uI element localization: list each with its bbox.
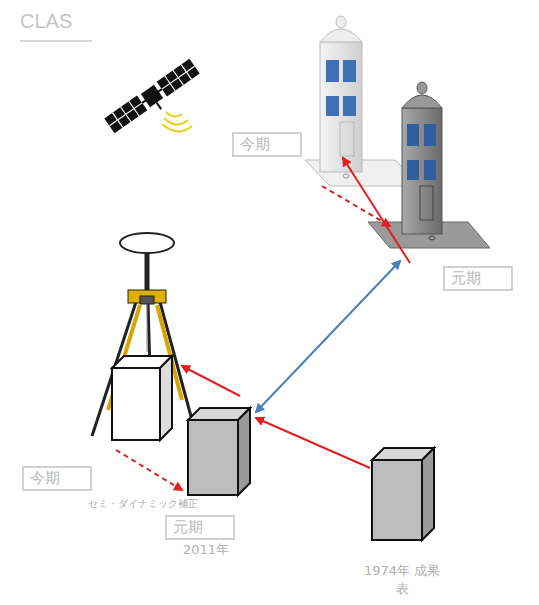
- satellite: [104, 59, 204, 139]
- title-underline: [20, 40, 92, 42]
- year-label: 2011年: [176, 541, 236, 559]
- period-tag: 元期: [165, 515, 235, 540]
- marker-node: 元期2011年: [188, 408, 250, 495]
- marker-node: 1974年 成果表: [372, 448, 434, 540]
- survey-year-label: 1974年 成果表: [362, 562, 442, 598]
- marker-node: 今期: [305, 18, 420, 186]
- marker-1974: [372, 448, 434, 540]
- marker-node: 今期: [112, 356, 172, 440]
- arrow: [343, 158, 410, 263]
- marker-node: 元期: [368, 85, 490, 250]
- edge-label: セミ・ダイナミック補正: [88, 497, 198, 511]
- marker-current: [112, 356, 172, 440]
- arrow: [256, 261, 400, 412]
- dashed-arrow: [322, 186, 390, 226]
- signal-waves: [162, 112, 192, 132]
- period-tag: 元期: [443, 266, 513, 291]
- arrow: [182, 366, 240, 396]
- period-tag: 今期: [22, 466, 92, 491]
- diagram-title: CLAS: [20, 10, 72, 33]
- marker-initial: [188, 408, 250, 495]
- dashed-arrow: [116, 450, 182, 490]
- arrow: [256, 418, 370, 468]
- period-tag: 今期: [232, 132, 302, 157]
